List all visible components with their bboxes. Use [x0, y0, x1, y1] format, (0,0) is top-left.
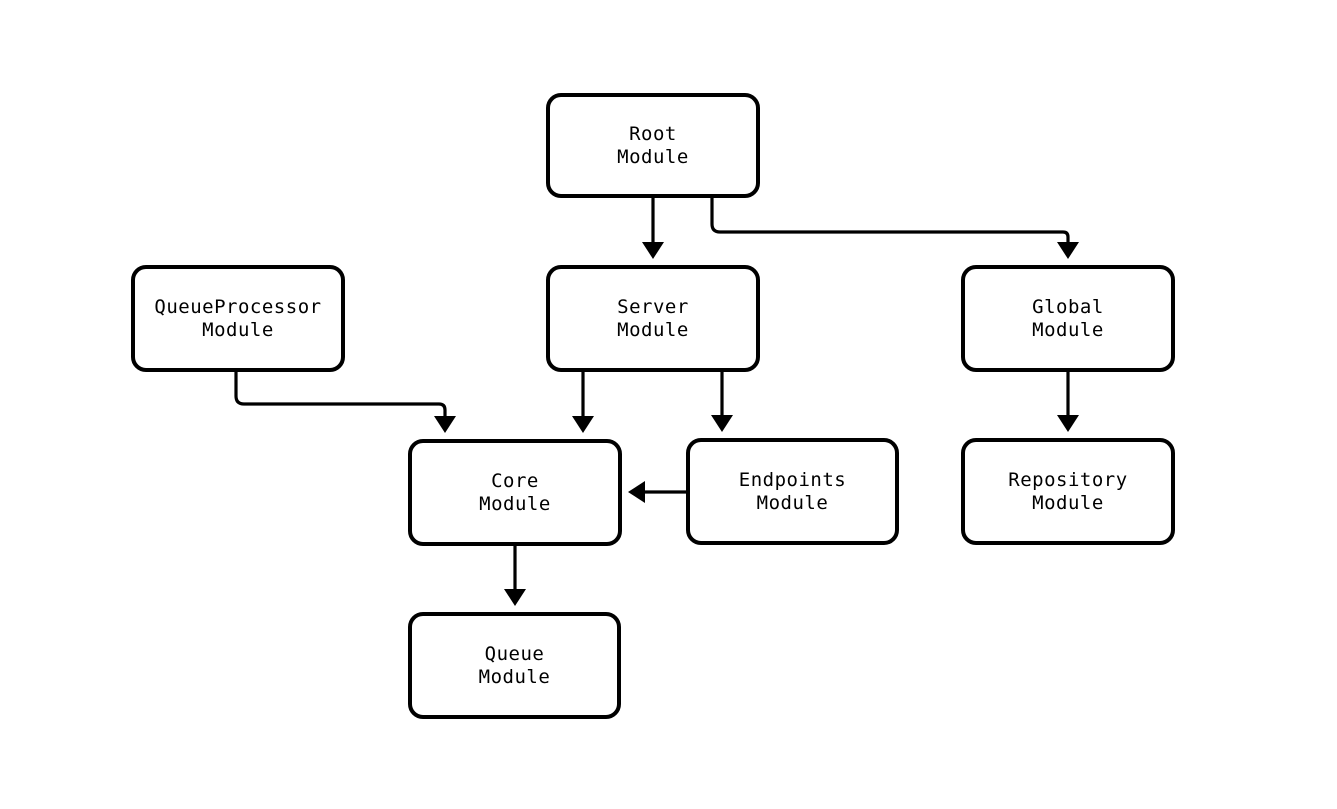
arrowhead-icon [504, 589, 526, 606]
node-box-queue[interactable] [408, 612, 621, 719]
node-box-global[interactable] [961, 265, 1175, 372]
edge-root-to-server [642, 196, 664, 259]
edge-line [234, 370, 447, 416]
arrowhead-icon [628, 481, 645, 503]
node-box-root[interactable] [546, 93, 760, 198]
edge-endpoints-to-core [628, 481, 688, 503]
edge-line [710, 196, 1070, 242]
edge-queueprocessor-to-core [234, 370, 456, 433]
edge-global-to-repository [1057, 370, 1079, 432]
edges-layer [234, 196, 1079, 606]
node-label-line1-repository: Repository [1008, 469, 1127, 491]
arrowhead-icon [572, 416, 594, 433]
node-label-line2-server: Module [617, 319, 689, 341]
node-box-core[interactable] [408, 439, 622, 546]
node-label-line1-server: Server [617, 296, 689, 318]
node-label-line2-repository: Module [1032, 492, 1104, 514]
node-label-line1-queue: Queue [485, 643, 545, 665]
node-label-line2-core: Module [479, 493, 551, 515]
nodes-layer: RootModuleQueueProcessorModuleServerModu… [131, 93, 1175, 719]
edge-core-to-queue [504, 544, 526, 606]
node-label-line1-endpoints: Endpoints [739, 469, 846, 491]
node-label-line1-queueprocessor: QueueProcessor [154, 296, 321, 318]
node-box-repository[interactable] [961, 438, 1175, 545]
node-label-line2-endpoints: Module [757, 492, 829, 514]
node-box-endpoints[interactable] [686, 438, 899, 545]
node-label-line1-core: Core [491, 470, 539, 492]
node-box-queueprocessor[interactable] [131, 265, 345, 372]
node-box-server[interactable] [546, 265, 760, 372]
edge-server-to-core [572, 370, 594, 433]
node-label-line2-global: Module [1032, 319, 1104, 341]
arrowhead-icon [711, 415, 733, 432]
arrowhead-icon [434, 416, 456, 433]
arrowhead-icon [1057, 242, 1079, 259]
node-label-line2-queue: Module [479, 666, 551, 688]
node-label-line2-queueprocessor: Module [202, 319, 274, 341]
node-label-line1-root: Root [629, 123, 677, 145]
arrowhead-icon [1057, 415, 1079, 432]
node-label-line2-root: Module [617, 146, 689, 168]
node-label-line1-global: Global [1032, 296, 1104, 318]
arrowhead-icon [642, 242, 664, 259]
edge-server-to-endpoints [711, 370, 733, 432]
edge-root-to-global [710, 196, 1079, 259]
